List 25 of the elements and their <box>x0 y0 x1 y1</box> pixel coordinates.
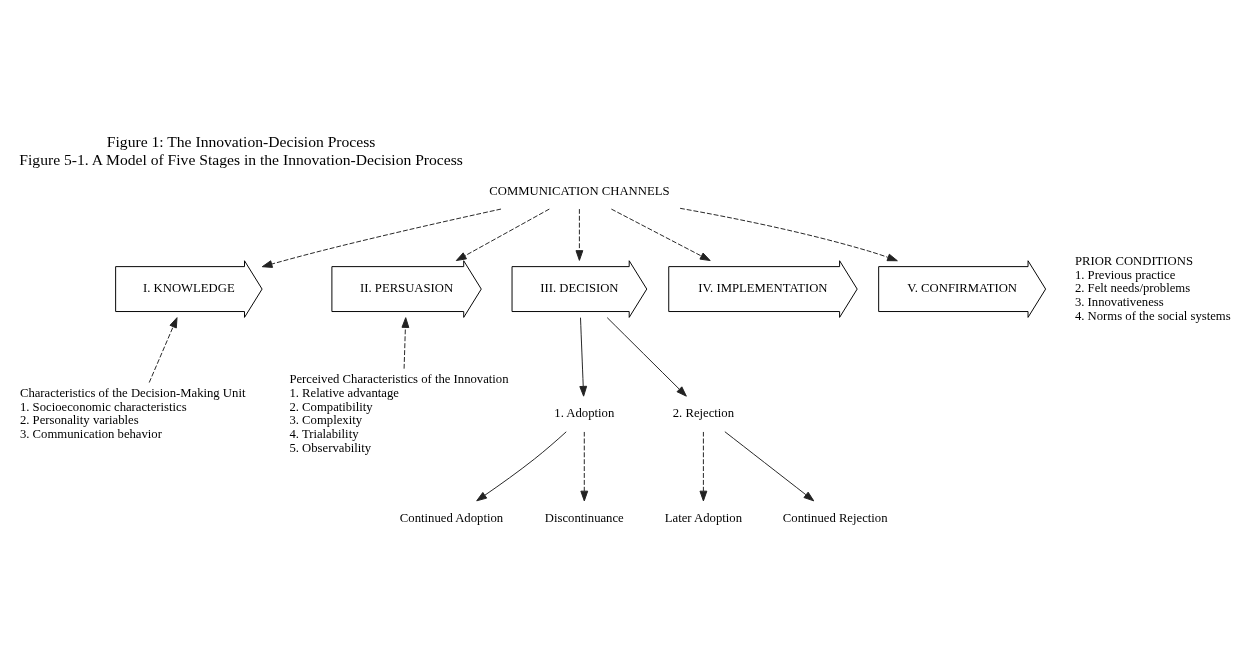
node-text: PRIOR CONDITIONS 1. Previous practice 2. Felt needs/problems 3. Innovativeness 4. Norms of the social systems <box>1074 253 1231 323</box>
node-text: Continued Rejection <box>782 510 888 525</box>
arrow <box>401 316 410 369</box>
node-text: Characteristics of the Decision-Making Unit 1. Socioeconomic characteristics 2. Personality variables 3. Communication behavior <box>19 385 246 441</box>
arrow <box>455 208 550 261</box>
diagram-title: Figure 1: The Innovation-Decision Process <box>106 132 376 150</box>
node-text: 2. Rejection <box>672 405 735 420</box>
node-text: 1. Adoption <box>554 405 615 420</box>
arrow <box>575 208 584 261</box>
arrow <box>699 430 708 501</box>
node-text: Discontinuance <box>544 510 624 525</box>
node-text: Continued Adoption <box>399 510 504 525</box>
arrow <box>476 430 567 501</box>
arrow <box>580 430 589 501</box>
arrow <box>261 208 502 268</box>
arrow <box>148 316 178 383</box>
node-text: COMMUNICATION CHANNELS <box>489 183 670 198</box>
node-text: Later Adoption <box>664 510 742 525</box>
arrow <box>579 316 588 397</box>
caption: Figure 5-1. A Model of Five Stages in the Innovation-Decision Process <box>19 150 463 168</box>
arrow <box>610 208 711 261</box>
node-text: Perceived Characteristics of the Innovation 1. Relative advantage 2. Compatibility 3. Complexity 4. Trialability 5. Observability <box>289 371 509 455</box>
arrow <box>606 316 687 397</box>
arrow <box>724 430 815 501</box>
arrow <box>679 207 898 261</box>
